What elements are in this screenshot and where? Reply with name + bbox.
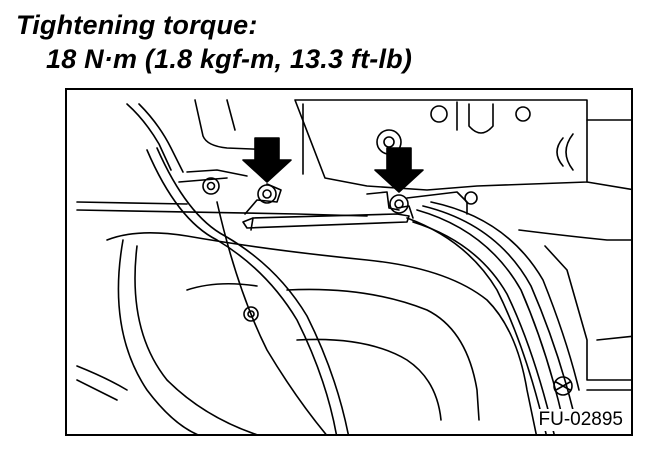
fuel-tank [106, 232, 537, 434]
housing-block [294, 99, 631, 191]
right-bolt [389, 194, 409, 214]
left-frame [76, 99, 368, 217]
fuel-pipes [146, 147, 580, 434]
left-bolt [257, 184, 277, 204]
torque-heading: Tightening torque: 18 N·m (1.8 kgf-m, 13… [16, 8, 412, 76]
right-lower-frame [518, 229, 631, 391]
fuel-system-illustration: FU-02895 [65, 88, 633, 436]
right-bolt-arrow [374, 147, 424, 193]
figure-code: FU-02895 [536, 409, 625, 431]
left-bolt-arrow [242, 137, 292, 183]
line-drawing [76, 99, 631, 434]
torque-value: 18 N·m (1.8 kgf-m, 13.3 ft-lb) [46, 44, 413, 74]
side-bolt [202, 177, 220, 195]
mounting-bracket [242, 183, 478, 231]
left-lower-pipe [76, 365, 128, 401]
lower-bolt [243, 306, 259, 322]
torque-label: Tightening torque: [16, 10, 258, 40]
